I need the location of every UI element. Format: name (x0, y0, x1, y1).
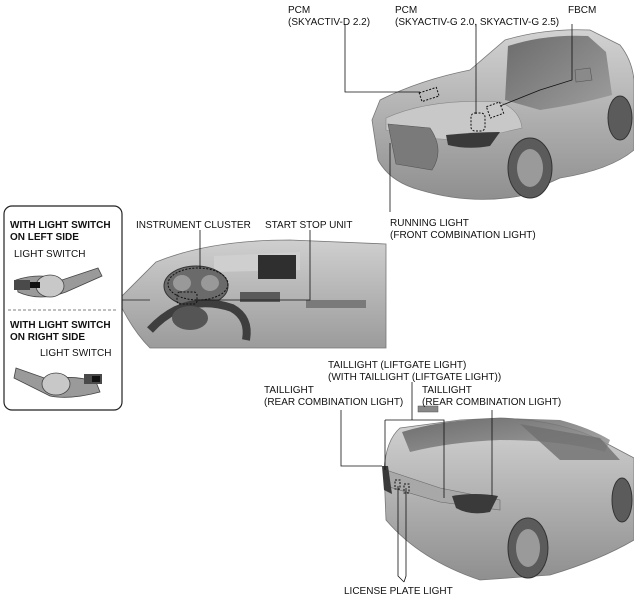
light-switch-panel (3, 205, 123, 411)
front-vehicle-illustration (371, 29, 634, 200)
label-pcm-d: PCM (SKYACTIV-D 2.2) (288, 5, 370, 28)
label-start-stop-unit: START STOP UNIT (265, 220, 352, 231)
diagram-labels: PCM (SKYACTIV-D 2.2) PCM (SKYACTIV-G 2.0… (10, 5, 596, 597)
label-taillight-right: TAILLIGHT (REAR COMBINATION LIGHT) (422, 385, 561, 408)
rear-leader-lines (340, 382, 493, 583)
label-running-light: RUNNING LIGHT (FRONT COMBINATION LIGHT) (390, 218, 536, 241)
label-instrument-cluster: INSTRUMENT CLUSTER (136, 220, 251, 231)
pcm-d-marker (418, 86, 440, 103)
interior-dashboard-illustration (117, 239, 387, 349)
label-taillight-left: TAILLIGHT (REAR COMBINATION LIGHT) (264, 385, 403, 408)
label-fbcm: FBCM (568, 5, 596, 16)
label-left-side-heading: WITH LIGHT SWITCH ON LEFT SIDE (10, 220, 113, 243)
front-leader-lines (344, 24, 573, 212)
label-light-switch-right: LIGHT SWITCH (40, 348, 111, 359)
label-license-plate-light: LICENSE PLATE LIGHT (344, 586, 453, 597)
interior-leader-lines (196, 230, 311, 301)
fbcm-marker (485, 101, 505, 119)
label-light-switch-left: LIGHT SWITCH (14, 249, 85, 260)
label-pcm-g: PCM (SKYACTIV-G 2.0, SKYACTIV-G 2.5) (395, 5, 559, 28)
front-component-markers (418, 86, 505, 132)
start-stop-unit-marker (176, 291, 198, 305)
label-taillight-liftgate: TAILLIGHT (LIFTGATE LIGHT) (WITH TAILLIG… (328, 360, 501, 383)
light-switch-right-illustration (13, 367, 102, 398)
rear-vehicle-illustration (382, 405, 634, 581)
label-right-side-heading: WITH LIGHT SWITCH ON RIGHT SIDE (10, 320, 113, 343)
light-switch-left-illustration (14, 267, 103, 298)
